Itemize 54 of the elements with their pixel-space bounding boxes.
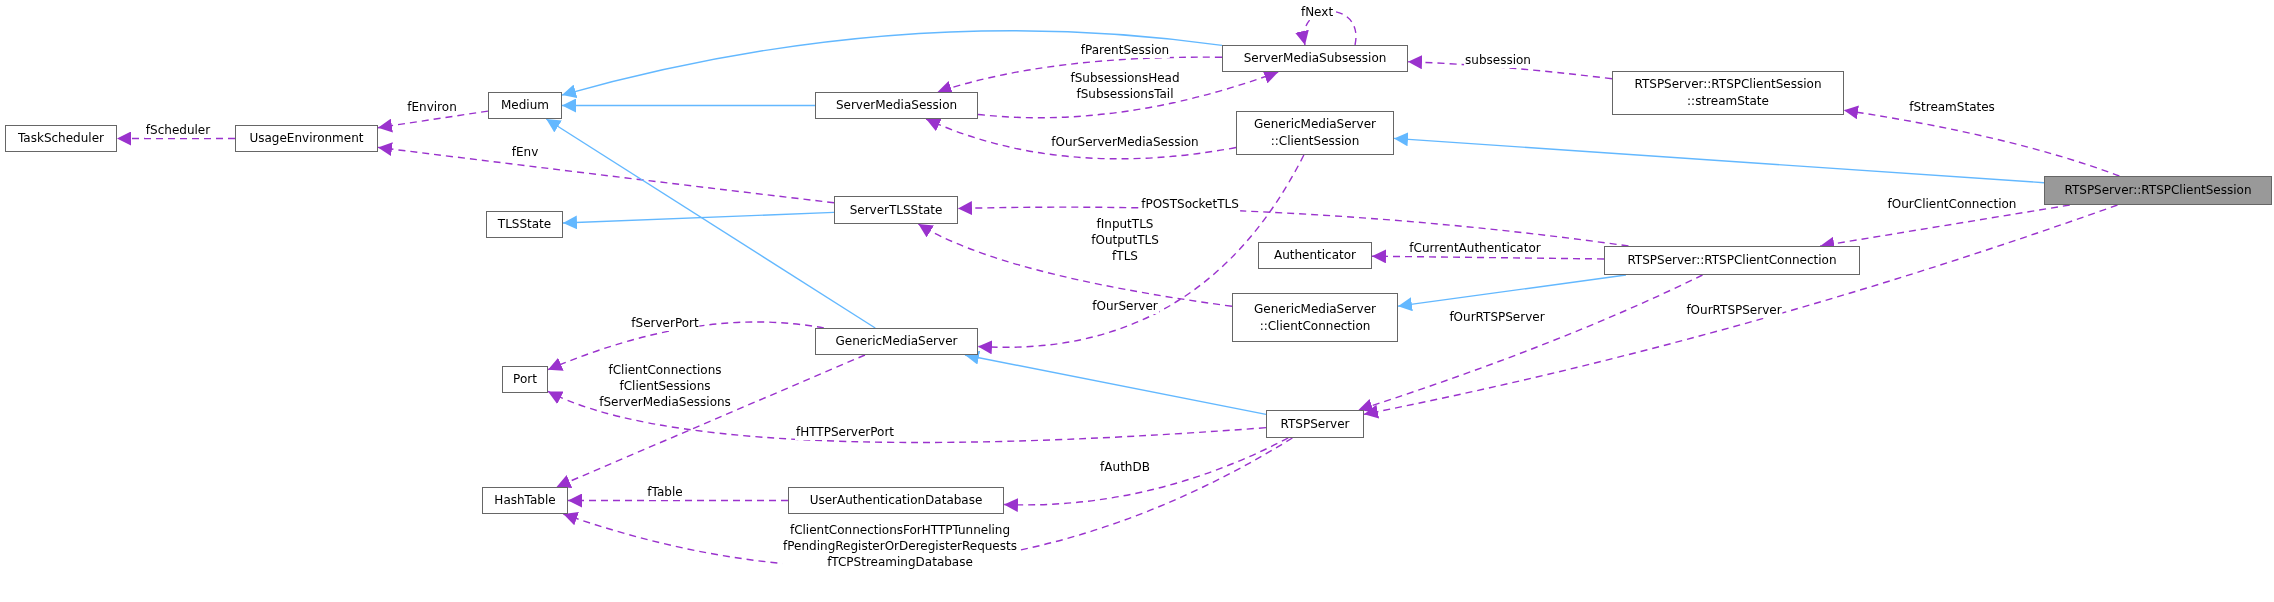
- arrow: [964, 350, 1267, 416]
- dashed-arrow: [547, 321, 825, 371]
- class-box: TLSState: [486, 211, 563, 238]
- class-box: Authenticator: [1258, 242, 1372, 269]
- dashed-arrow: [116, 131, 236, 146]
- class-box: RTSPServer::RTSPClientSession ::streamState: [1612, 71, 1844, 115]
- class-box: Port: [502, 366, 548, 393]
- class-box: ServerMediaSession: [815, 92, 978, 119]
- edge-label: fParentSession: [1079, 42, 1171, 58]
- arrow: [1393, 132, 2045, 184]
- edge-label: fClientConnectionsForHTTPTunneling fPendingRegisterOrDeregisterRequests fTCPStreamingDatabase: [782, 522, 1018, 570]
- class-box: RTSPServer::RTSPClientSession: [2044, 176, 2272, 205]
- edge-label: fPOSTSocketTLS: [1140, 196, 1240, 212]
- edge-label: fScheduler: [144, 122, 212, 138]
- dashed-arrow: [377, 142, 835, 204]
- class-box: ServerTLSState: [834, 196, 958, 224]
- dashed-arrow: [917, 223, 1233, 307]
- class-box: HashTable: [482, 487, 568, 514]
- dashed-arrow: [1357, 274, 1704, 413]
- dashed-arrow: [1003, 437, 1289, 512]
- dashed-arrow: [977, 154, 1305, 354]
- class-box: Medium: [488, 92, 562, 119]
- edge-label: fOurServer: [1091, 298, 1159, 314]
- class-box: GenericMediaServer ::ClientSession: [1236, 111, 1394, 155]
- edge-label: fNext: [1299, 4, 1335, 20]
- class-box: GenericMediaServer: [815, 328, 978, 355]
- arrow: [561, 98, 816, 113]
- class-box: RTSPServer: [1266, 410, 1364, 438]
- dashed-arrow: [567, 493, 789, 508]
- dashed-arrow: [377, 110, 489, 133]
- edge-label: fSubsessionsHead fSubsessionsTail: [1069, 70, 1181, 102]
- dashed-arrow: [547, 390, 1267, 444]
- arrow: [561, 30, 1223, 99]
- edge-label: fServerPort: [630, 315, 700, 331]
- arrow: [1397, 274, 1627, 312]
- edge-label: subsession: [1464, 52, 1532, 68]
- dashed-arrow: [925, 118, 1237, 160]
- dashed-arrow: [555, 354, 866, 488]
- edge-label: fTable: [646, 484, 684, 500]
- class-box: UserAuthenticationDatabase: [788, 487, 1004, 514]
- dashed-arrow: [1843, 105, 2121, 177]
- arrow: [562, 211, 835, 230]
- class-box: UsageEnvironment: [235, 125, 378, 152]
- class-box: ServerMediaSubsession: [1222, 45, 1408, 72]
- edge-label: fOurRTSPServer: [1685, 302, 1783, 318]
- class-box: RTSPServer::RTSPClientConnection: [1604, 246, 1860, 275]
- class-box: TaskScheduler: [5, 125, 117, 152]
- dashed-arrow: [1296, 10, 1357, 46]
- arrow: [545, 118, 876, 329]
- edge-label: fHTTPServerPort: [794, 424, 896, 440]
- dashed-arrow: [977, 70, 1279, 119]
- dashed-arrow: [1363, 204, 2119, 419]
- class-box: GenericMediaServer ::ClientConnection: [1232, 293, 1398, 342]
- dashed-arrow: [1371, 249, 1605, 264]
